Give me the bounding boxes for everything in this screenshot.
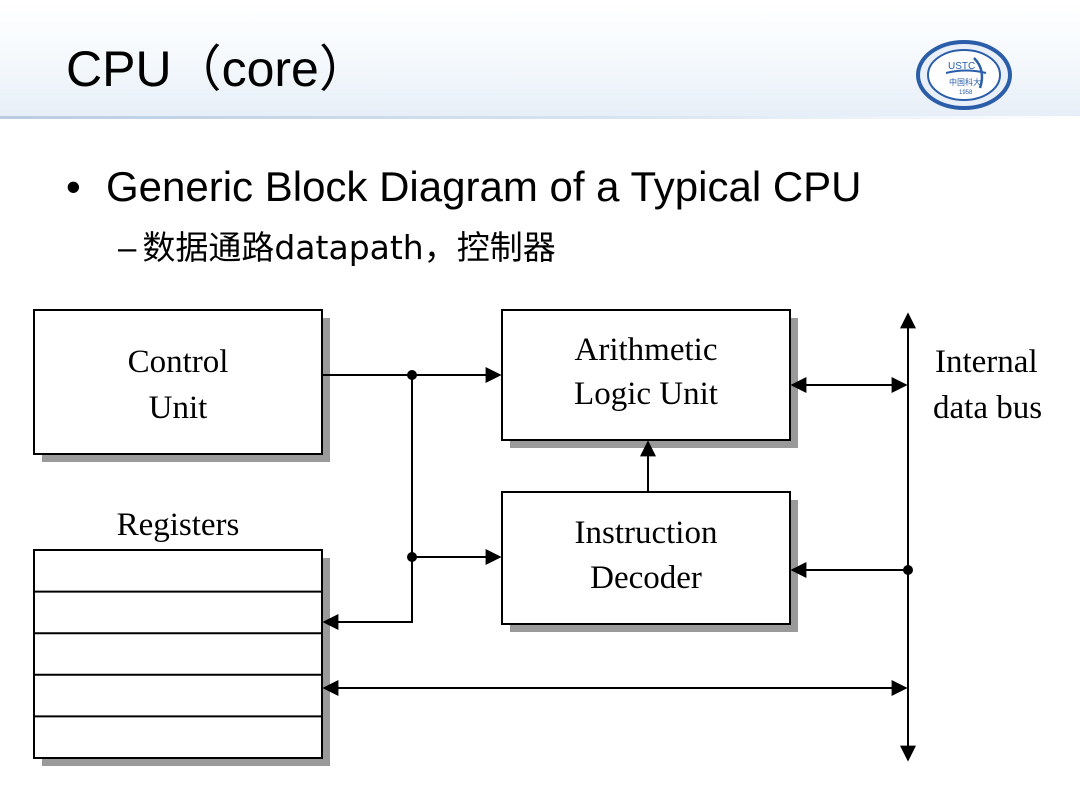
bus-label-line1: Internal [935,344,1038,380]
sub-bullet-dash: – [118,229,137,266]
control-unit-label-line2: Unit [149,390,208,426]
control-connections [322,367,502,630]
registers-label: Registers [117,507,240,543]
bullet-text: Generic Block Diagram of a Typical CPU [106,163,862,210]
bus-connections [322,377,908,696]
junction-dot [407,552,417,562]
alu-label-line2: Logic Unit [574,376,718,412]
control-unit-label-line1: Control [128,344,229,380]
control-unit-block: Control Unit [33,309,330,462]
decoder-label-line2: Decoder [590,560,702,596]
sub-bullet-text: 数据通路datapath，控制器 [142,228,556,267]
instruction-decoder-block: Instruction Decoder [501,491,798,632]
registers-block [33,549,330,766]
bullet-dot-icon: • [66,163,81,210]
bus-label-line2: data bus [933,390,1042,426]
alu-label-line1: Arithmetic [575,332,718,368]
ustc-logo-icon: USTC 中国科大 1958 [916,40,1012,110]
junction-dot [903,565,913,575]
junction-dot [407,370,417,380]
cpu-block-diagram: Control Unit Arithmetic Logic Unit Instr… [33,309,1042,766]
sub-bullet-item: –数据通路datapath，控制器 [118,228,556,267]
logo-text-top: USTC [948,61,975,72]
logo-text-bottom: 中国科大 [949,77,981,87]
header-band [0,0,1080,118]
slide-title: CPU（core） [66,41,369,97]
logo-year: 1958 [959,90,973,96]
header-divider [0,116,1080,119]
bullet-item: • Generic Block Diagram of a Typical CPU [66,163,862,210]
alu-block: Arithmetic Logic Unit [501,309,798,448]
decoder-label-line1: Instruction [575,515,718,551]
